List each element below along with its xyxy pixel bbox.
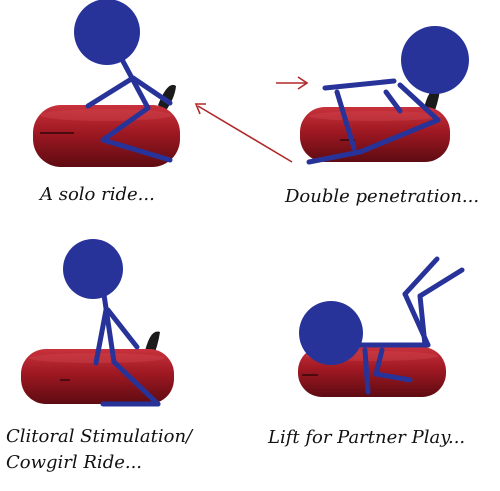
caption-partner-lift: Lift for Partner Play... (268, 427, 466, 448)
figure-head (74, 0, 140, 65)
panel-partner-lift (298, 256, 465, 397)
stick-figure (85, 49, 173, 163)
long-arrow-icon (194, 103, 293, 163)
caption-solo-ride: A solo ride... (40, 184, 155, 205)
cushion-highlight (40, 109, 172, 121)
wedge-cushion (300, 107, 450, 162)
wedge-cushion (21, 349, 174, 404)
stick-figure (347, 256, 465, 395)
stick-figure (306, 78, 441, 165)
figure-head (63, 239, 123, 299)
caption-clitoral-stimulation: Clitoral Stimulation/ (6, 426, 193, 447)
figure-head (401, 26, 469, 94)
figure-head (299, 301, 363, 365)
caption-cowgirl-ride: Cowgirl Ride... (6, 452, 143, 473)
cushion-highlight (309, 111, 441, 121)
panel-solo-ride (33, 0, 180, 167)
stick-figure (93, 285, 161, 407)
small-arrow-icon (276, 76, 309, 90)
panel-double-penetration (194, 26, 469, 165)
caption-double-penetration: Double penetration... (285, 186, 480, 207)
panel-cowgirl-ride (21, 239, 174, 407)
